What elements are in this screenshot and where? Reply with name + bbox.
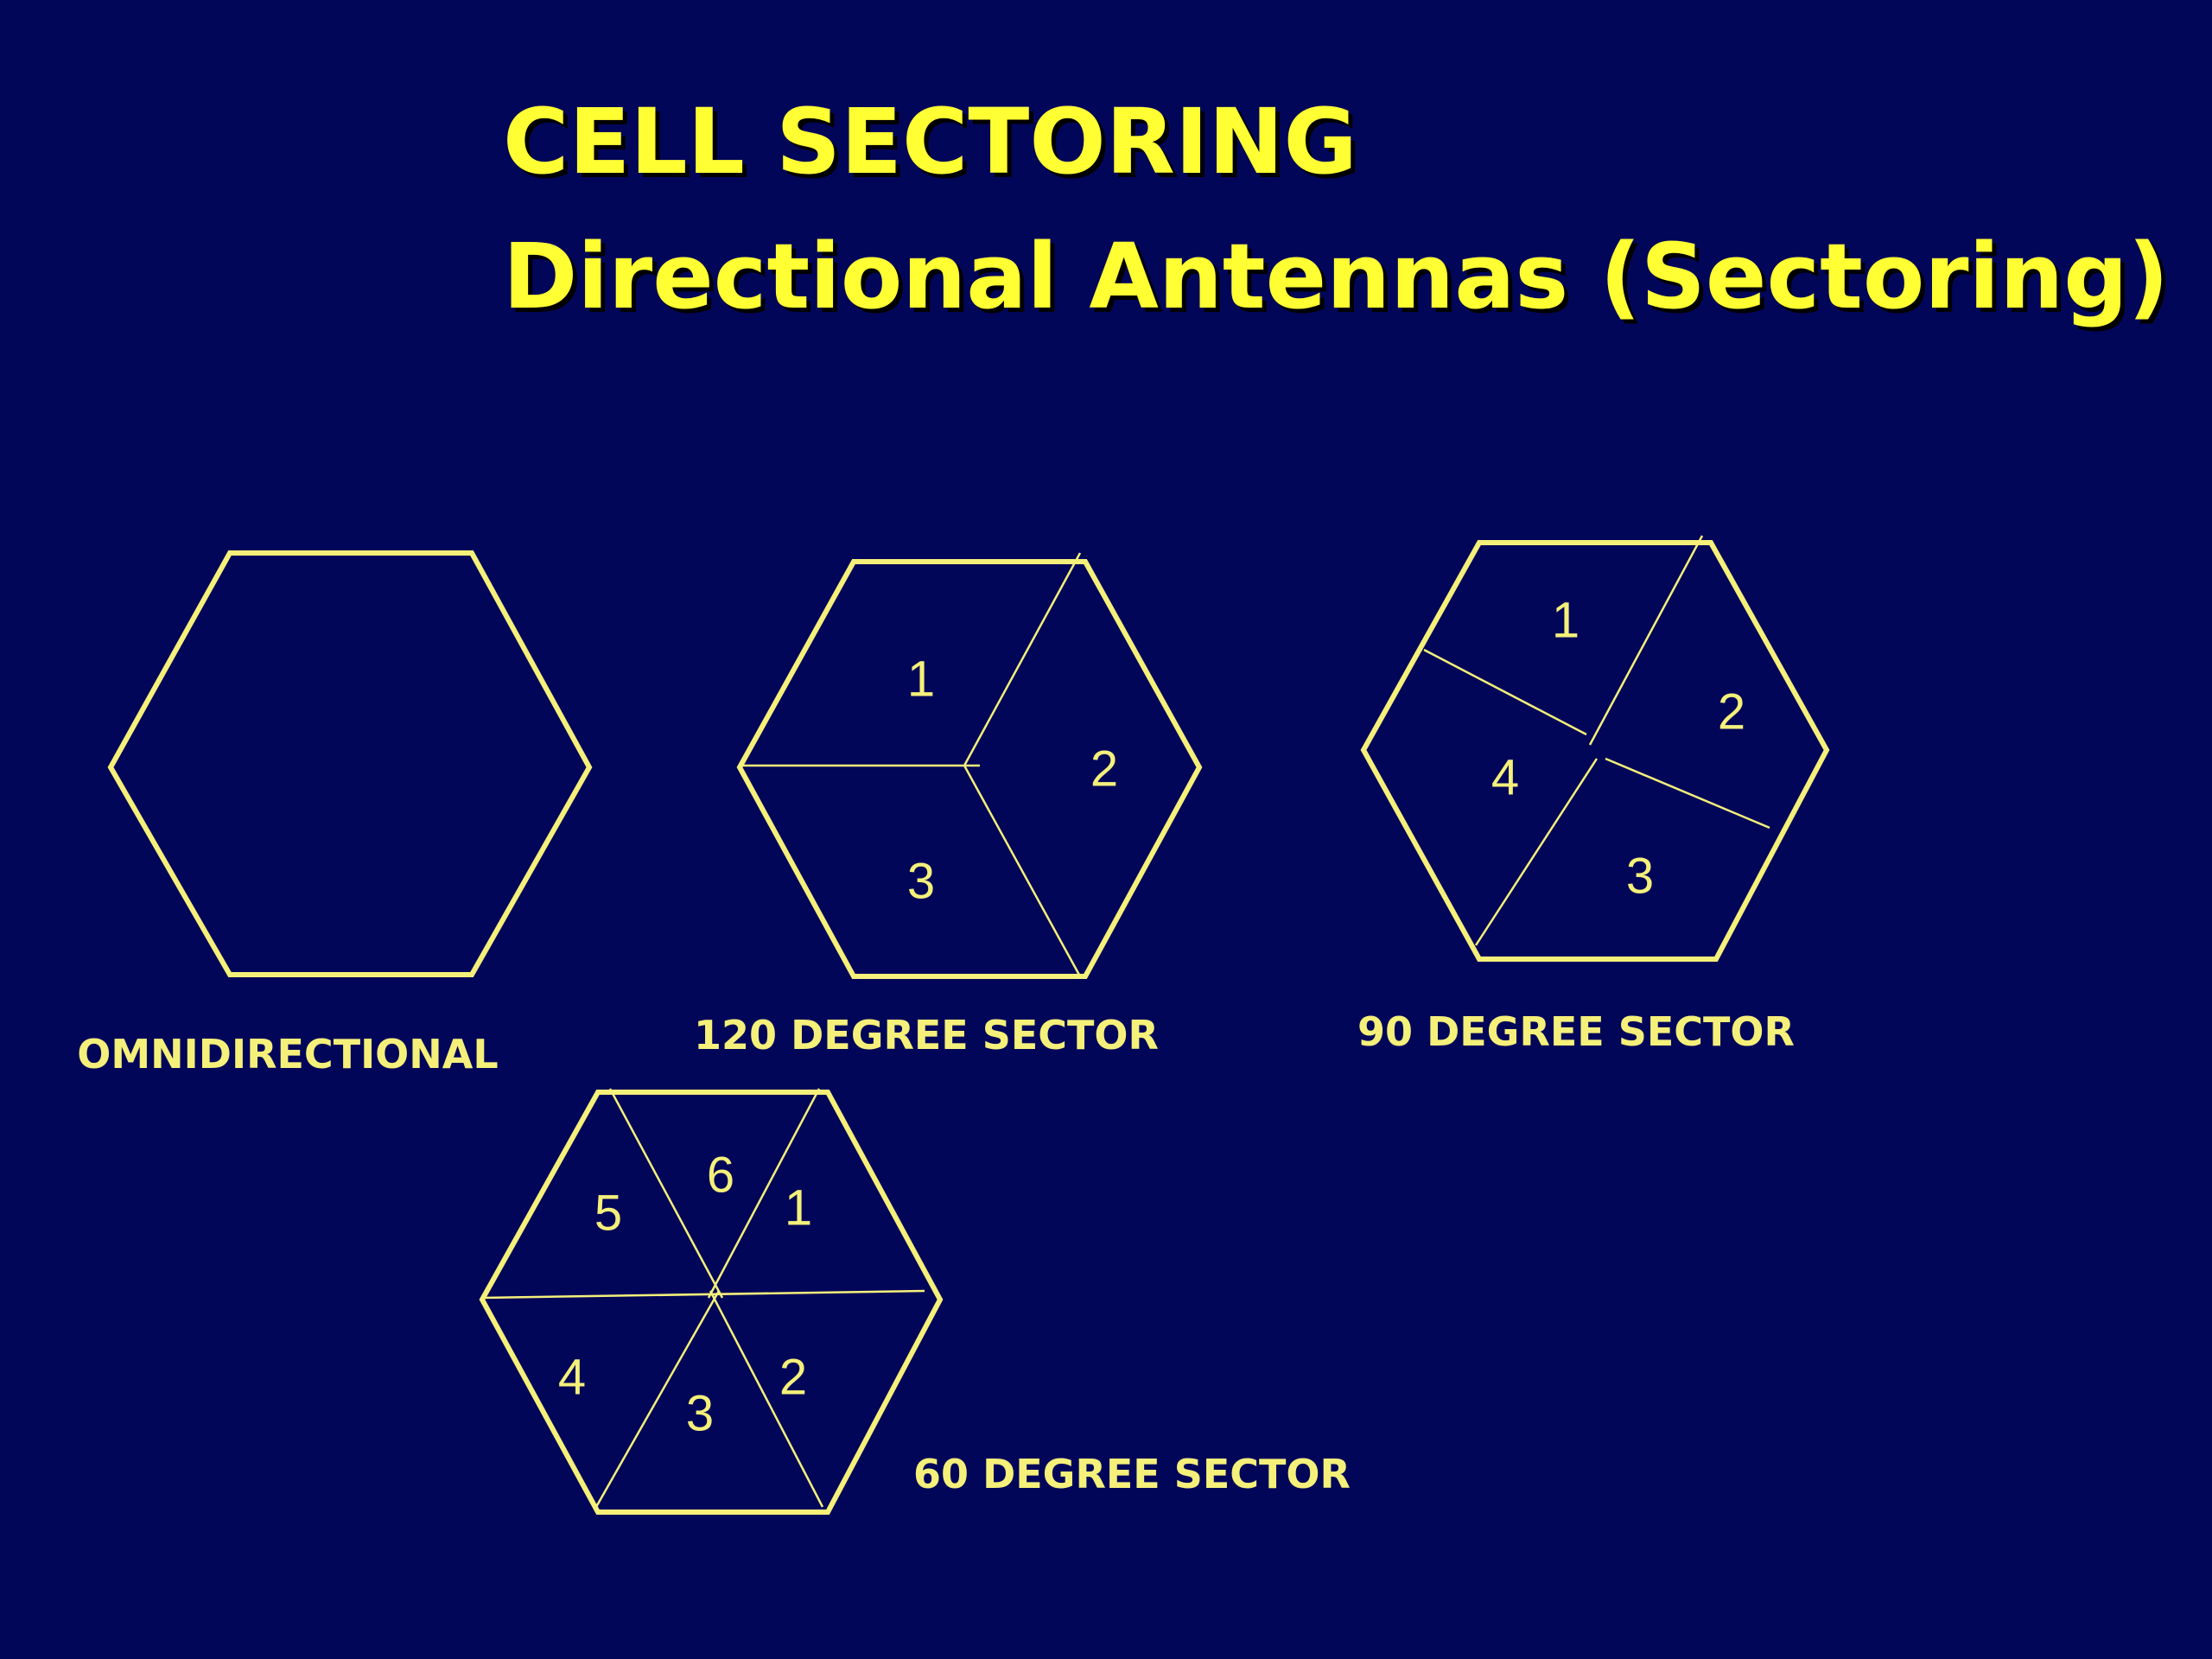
sector-120-label-3: 3 [907,854,935,910]
sector-60-cell: 1 2 3 4 5 6 60 DEGREE SECTOR [479,1088,1351,1515]
sector-90-cell: 1 2 3 4 90 DEGREE SECTOR [1357,535,1830,1055]
omnidirectional-cell: OMNIDIRECTIONAL [77,550,593,1077]
sector-120-divider-2 [963,552,1082,766]
sector-90-divider-4 [1474,758,1599,946]
sector-90-hexagon [1360,540,1830,962]
sector-60-divider-4 [594,1290,721,1508]
sector-120-label-1: 1 [907,652,935,708]
sector-60-divider-2 [608,1088,724,1299]
sector-90-label-4: 4 [1491,750,1519,806]
sector-120-cell: 1 2 3 120 DEGREE SECTOR [694,552,1203,1058]
sector-60-divider-5 [709,1290,824,1508]
sector-90-divider-2 [1588,535,1704,746]
sector-120-label-2: 2 [1090,741,1118,798]
sector-60-label-6: 6 [707,1147,734,1204]
omnidirectional-caption: OMNIDIRECTIONAL [77,1031,498,1077]
sector-90-caption: 90 DEGREE SECTOR [1357,1008,1795,1055]
sector-90-label-1: 1 [1552,593,1580,649]
slide-title: CELL SECTORING [503,89,1357,194]
omnidirectional-hexagon [107,550,593,977]
sector-60-hexagon [479,1090,944,1515]
sector-90-divider-3 [1605,757,1770,830]
sector-120-divider-3 [963,765,1082,977]
sector-60-divider-3 [707,1088,821,1299]
sector-60-caption: 60 DEGREE SECTOR [913,1451,1351,1497]
sector-120-caption: 120 DEGREE SECTOR [694,1012,1159,1058]
sector-60-label-5: 5 [594,1185,622,1242]
sector-90-divider-1 [1423,648,1587,736]
sector-120-hexagon [736,559,1203,979]
sector-90-label-2: 2 [1718,684,1745,741]
sector-60-label-1: 1 [785,1180,812,1236]
slide-subtitle: Directional Antennas (Sectoring) [503,224,2170,329]
sector-90-label-3: 3 [1626,849,1654,905]
sector-60-label-3: 3 [686,1386,714,1442]
sector-60-label-2: 2 [779,1350,807,1406]
sector-60-label-4: 4 [558,1350,586,1406]
sector-60-divider-1 [481,1289,925,1300]
